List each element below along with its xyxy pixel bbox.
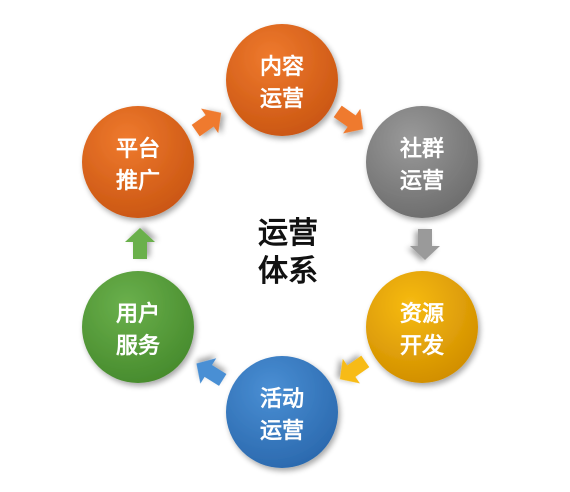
center-title-line1: 运营	[258, 216, 318, 251]
node-label-line2: 推广	[116, 168, 160, 194]
node-circle	[366, 271, 478, 383]
node-label-line1: 活动	[260, 387, 304, 412]
node-label-line2: 运营	[260, 87, 304, 112]
node-label-line1: 平台	[116, 136, 160, 162]
arrow-layer	[125, 105, 440, 386]
node-label-line1: 用户	[116, 301, 160, 327]
node-label-line1: 内容	[260, 54, 304, 80]
node-label-line2: 运营	[400, 169, 444, 194]
flow-arrow-icon	[125, 228, 155, 259]
flow-arrow-icon	[333, 105, 364, 134]
node-label-line2: 开发	[400, 333, 445, 359]
node-circle	[226, 24, 338, 136]
node-circle	[226, 356, 338, 468]
flow-arrow-icon	[191, 108, 222, 137]
flow-arrow-icon	[339, 355, 370, 384]
flow-arrow-icon	[196, 358, 227, 386]
node-label-line1: 资源	[400, 302, 444, 327]
node-circle	[366, 106, 478, 218]
node-label-line2: 运营	[260, 419, 304, 444]
node-circle	[82, 271, 194, 383]
node-circle	[82, 106, 194, 218]
node-label-line1: 社群	[400, 136, 444, 162]
flow-arrow-icon	[410, 229, 440, 260]
node-label-line2: 服务	[116, 334, 161, 359]
center-title-line2: 体系	[258, 254, 318, 289]
